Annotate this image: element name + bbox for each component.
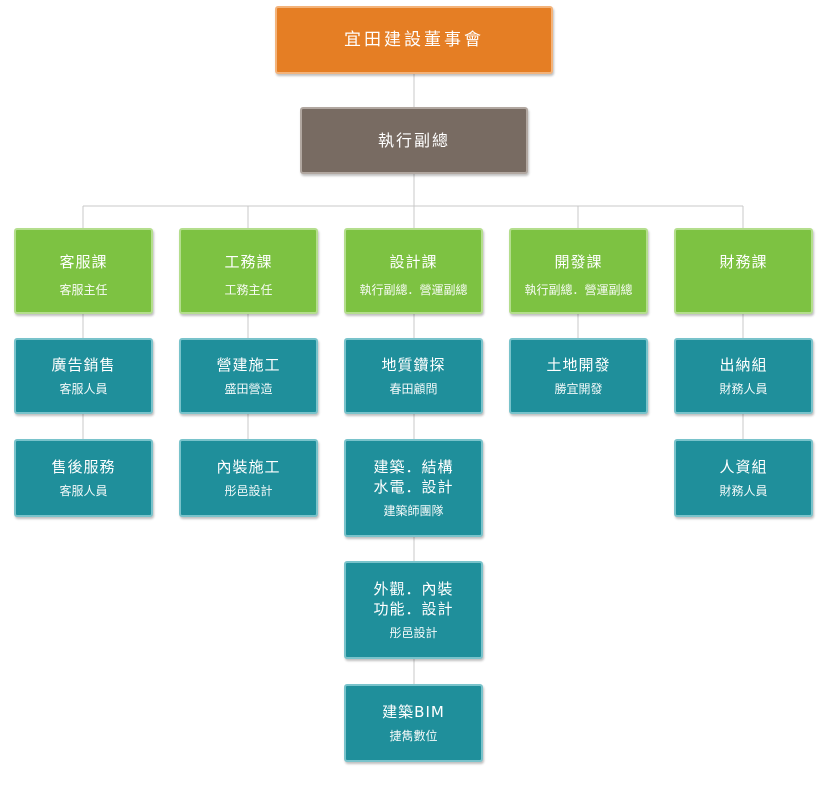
unit-title: 土地開發 bbox=[546, 356, 611, 374]
dept-title: 設計課 bbox=[389, 253, 438, 271]
unit-title: 售後服務 bbox=[51, 458, 116, 476]
unit-box: 出納組 財務人員 bbox=[674, 338, 813, 414]
dept-box-design: 設計課 執行副總．營運副總 bbox=[344, 228, 483, 314]
unit-box: 售後服務 客服人員 bbox=[14, 439, 153, 517]
unit-subtitle: 財務人員 bbox=[719, 382, 768, 396]
unit-box: 建築．結構 水電．設計 建築師團隊 bbox=[344, 439, 483, 537]
unit-title: 人資組 bbox=[719, 458, 768, 476]
dept-title: 開發課 bbox=[554, 253, 603, 271]
unit-title: 廣告銷售 bbox=[51, 356, 116, 374]
dept-subtitle: 客服主任 bbox=[59, 283, 108, 297]
dept-subtitle: 工務主任 bbox=[224, 283, 273, 297]
dept-box-development: 開發課 執行副總．營運副總 bbox=[509, 228, 648, 314]
board-title: 宜田建設董事會 bbox=[344, 30, 484, 50]
unit-subtitle: 彤邑設計 bbox=[224, 484, 273, 498]
unit-box: 營建施工 盛田營造 bbox=[179, 338, 318, 414]
unit-subtitle: 財務人員 bbox=[719, 484, 768, 498]
vp-title: 執行副總 bbox=[377, 130, 450, 150]
dept-title: 工務課 bbox=[224, 253, 273, 271]
dept-box-finance: 財務課 bbox=[674, 228, 813, 314]
unit-box: 建築BIM 捷雋數位 bbox=[344, 684, 483, 762]
unit-title: 外觀．內裝 功能．設計 bbox=[373, 580, 454, 618]
dept-title: 財務課 bbox=[719, 253, 768, 271]
unit-subtitle: 客服人員 bbox=[59, 382, 108, 396]
unit-subtitle: 客服人員 bbox=[59, 484, 108, 498]
unit-title: 出納組 bbox=[719, 356, 768, 374]
unit-title: 營建施工 bbox=[216, 356, 281, 374]
unit-title: 建築．結構 水電．設計 bbox=[373, 458, 454, 496]
unit-title: 內裝施工 bbox=[216, 458, 281, 476]
unit-box: 廣告銷售 客服人員 bbox=[14, 338, 153, 414]
dept-box-customer-service: 客服課 客服主任 bbox=[14, 228, 153, 314]
unit-subtitle: 春田顧問 bbox=[389, 382, 438, 396]
unit-box: 地質鑽探 春田顧問 bbox=[344, 338, 483, 414]
dept-subtitle: 執行副總．營運副總 bbox=[359, 283, 468, 297]
vp-box: 執行副總 bbox=[300, 107, 528, 174]
unit-box: 人資組 財務人員 bbox=[674, 439, 813, 517]
unit-title: 建築BIM bbox=[382, 703, 445, 721]
unit-title: 地質鑽探 bbox=[381, 356, 446, 374]
unit-subtitle: 建築師團隊 bbox=[383, 504, 444, 518]
board-box: 宜田建設董事會 bbox=[275, 6, 553, 74]
unit-subtitle: 盛田營造 bbox=[224, 382, 273, 396]
unit-subtitle: 捷雋數位 bbox=[389, 729, 438, 743]
unit-subtitle: 勝宜開發 bbox=[554, 382, 603, 396]
dept-title: 客服課 bbox=[59, 253, 108, 271]
dept-subtitle: 執行副總．營運副總 bbox=[524, 283, 633, 297]
dept-box-engineering: 工務課 工務主任 bbox=[179, 228, 318, 314]
unit-box: 外觀．內裝 功能．設計 彤邑設計 bbox=[344, 561, 483, 659]
unit-box: 土地開發 勝宜開發 bbox=[509, 338, 648, 414]
unit-subtitle: 彤邑設計 bbox=[389, 626, 438, 640]
unit-box: 內裝施工 彤邑設計 bbox=[179, 439, 318, 517]
